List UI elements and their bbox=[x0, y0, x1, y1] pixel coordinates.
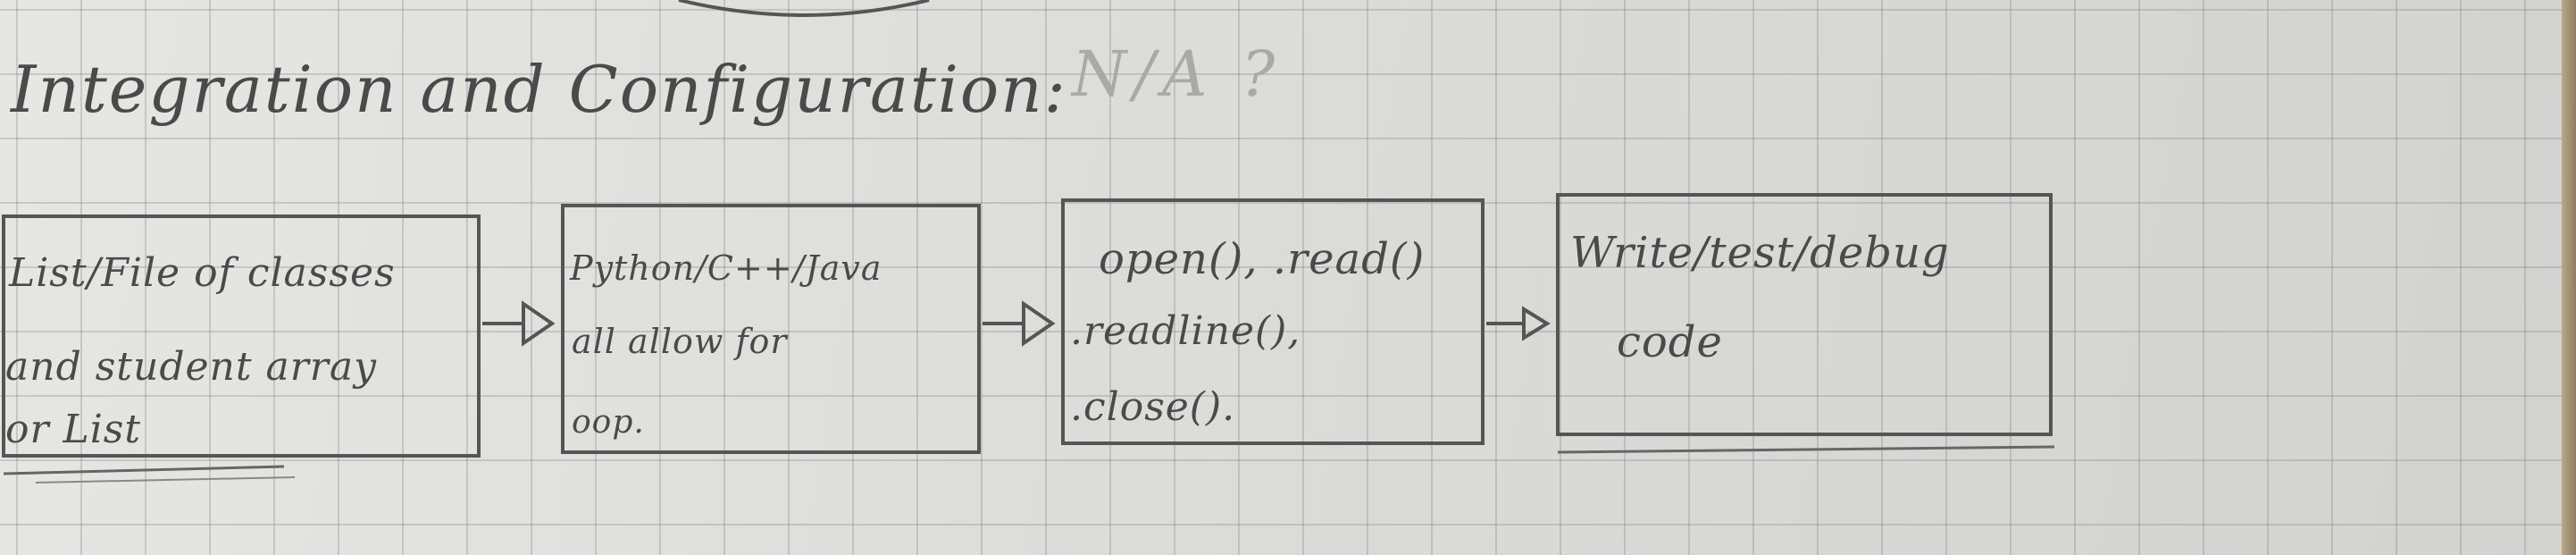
title-note: N/A ? bbox=[1072, 38, 1283, 111]
page-title: Integration and Configuration: bbox=[11, 52, 1067, 127]
diagram-box-write-code bbox=[1556, 193, 2053, 436]
paper-edge bbox=[2562, 0, 2576, 555]
box-2-line-2: all allow for bbox=[572, 322, 788, 361]
arrow-2-head bbox=[1022, 300, 1056, 347]
box-3-line-3: .close(). bbox=[1070, 384, 1236, 430]
box-2-line-1: Python/C++/Java bbox=[570, 248, 882, 288]
box-1-underline-2 bbox=[35, 476, 296, 484]
box-3-line-1: open(), .read() bbox=[1099, 234, 1426, 284]
box-4-line-1: Write/test/debug bbox=[1570, 228, 1950, 278]
box-1-line-3: or List bbox=[5, 407, 142, 452]
box-4-line-2: code bbox=[1617, 317, 1723, 367]
arrow-3-head bbox=[1522, 306, 1551, 341]
box-1-line-2: and student array bbox=[5, 344, 377, 390]
diagram-box-class-list bbox=[2, 214, 481, 458]
diagram-box-file-methods bbox=[1061, 198, 1485, 445]
box-1-line-1: List/File of classes bbox=[9, 250, 396, 296]
box-3-line-2: .readline(), bbox=[1070, 308, 1301, 354]
arrow-1-head bbox=[522, 300, 556, 347]
box-2-line-3: oop. bbox=[572, 404, 645, 441]
diagram-box-languages bbox=[561, 204, 981, 454]
box-1-underline bbox=[3, 465, 285, 475]
top-ellipse-fragment bbox=[678, 0, 930, 17]
box-4-underline bbox=[1557, 445, 2055, 454]
